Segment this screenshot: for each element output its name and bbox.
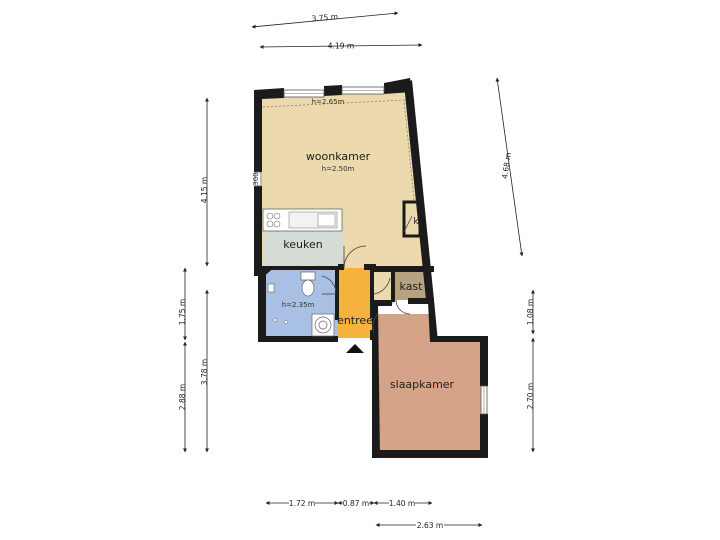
ceiling-height-line — [262, 99, 415, 201]
dim-label-left-bottom-inner: 3.78 m — [200, 359, 209, 385]
room-slaapkamer-fill — [376, 314, 484, 450]
room-corridor-fill — [372, 268, 394, 304]
dim-label-right-bottom: 2.70 m — [526, 383, 535, 409]
dim-label-left-bottom-outer: 2.88 m — [178, 384, 187, 410]
dim-label-left-top: 4.15 m — [200, 177, 209, 203]
room-height-badkamer: h=2.35m — [282, 301, 315, 309]
dim-line-right-top — [495, 77, 524, 257]
room-entree-fill — [338, 268, 372, 338]
dim-label-top-inner: 4.19 m — [328, 42, 354, 51]
bathroom-fixtures — [267, 271, 335, 337]
entrance-arrow-icon — [346, 344, 364, 353]
room-keuken-fill — [263, 228, 343, 268]
walls — [254, 78, 488, 458]
dim-label-top-outer: 3.75 m — [311, 12, 338, 23]
dim-label-right-top: 4.68 m — [500, 152, 513, 179]
dim-label-left-mid: 1.75 m — [178, 299, 187, 325]
dim-label-bottom-3: 1.40 m — [389, 499, 415, 508]
room-height-woonkamer: h=2.50m — [322, 165, 355, 173]
room-label-keuken: keuken — [283, 238, 322, 251]
dim-label-right-mid: 1.08 m — [526, 299, 535, 325]
dim-label-bottom-1: 1.72 m — [289, 499, 315, 508]
doors — [321, 215, 413, 333]
kitchen-counter — [262, 208, 343, 232]
dim-line-top-inner — [259, 43, 423, 49]
ceiling-height-label: h=2.65m — [312, 98, 345, 106]
dim-line-top-outer — [251, 11, 399, 29]
dim-label-bottom-2: 0.87 m — [343, 499, 369, 508]
room-label-woonkamer: woonkamer — [306, 150, 371, 163]
windows — [254, 86, 488, 415]
room-label-slaapkamer: slaapkamer — [390, 378, 455, 391]
room-label-kastje: k — [413, 217, 419, 227]
dim-label-bottom-4: 2.63 m — [417, 521, 443, 530]
room-label-kast: kast — [400, 280, 424, 293]
room-label-entree: entree — [337, 314, 373, 327]
room-kast-fill — [394, 272, 429, 300]
small-label-300: 300 — [252, 172, 260, 185]
